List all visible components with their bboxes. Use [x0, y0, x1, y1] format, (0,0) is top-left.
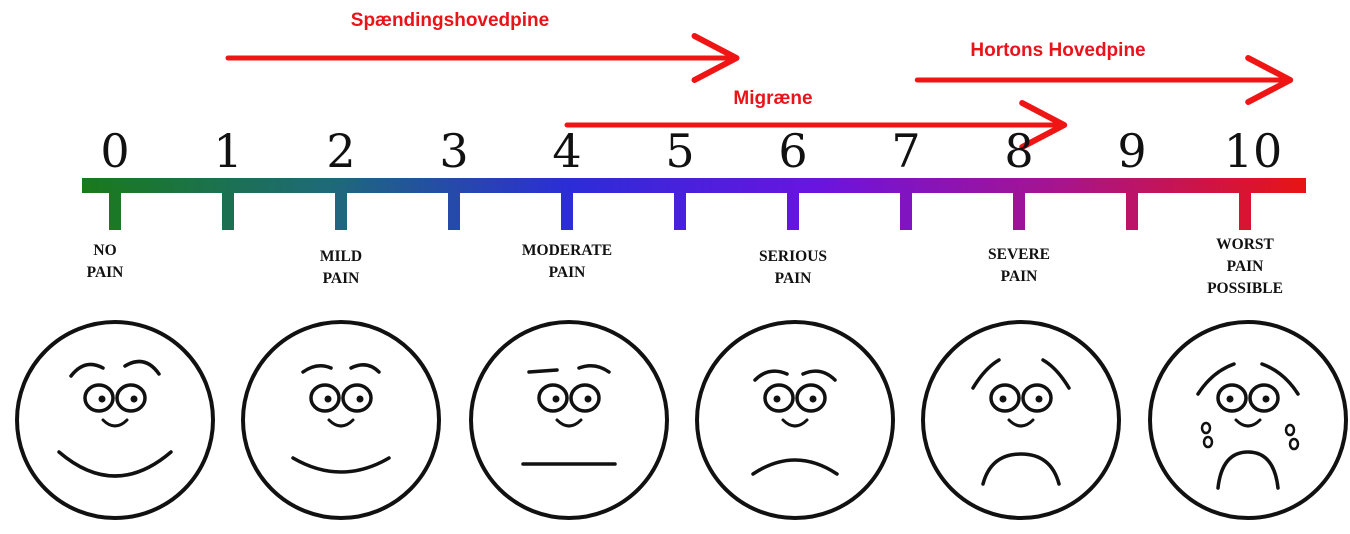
scale-tick-7	[900, 192, 912, 230]
scale-tick-10	[1239, 192, 1251, 230]
face-worst-pain	[1150, 322, 1346, 518]
tear	[1204, 437, 1212, 447]
tear	[1202, 423, 1210, 433]
scale-number-4: 4	[552, 128, 581, 174]
pain-label-line: PAIN	[87, 262, 124, 284]
arrow-3	[917, 58, 1290, 102]
pupil	[774, 396, 781, 403]
pain-label-line: SERIOUS	[759, 246, 827, 268]
arrow-label-2: Migræne	[733, 88, 812, 110]
pain-label-line: MODERATE	[522, 240, 612, 262]
pain-label-line: MILD	[320, 246, 362, 268]
tear	[1290, 439, 1298, 449]
scale-number-9: 9	[1117, 128, 1146, 174]
pupil	[99, 396, 106, 403]
scale-number-8: 8	[1004, 128, 1033, 174]
arrow-1	[228, 36, 737, 80]
face-outline	[17, 322, 213, 518]
scale-number-6: 6	[778, 128, 807, 174]
scale-number-3: 3	[439, 128, 468, 174]
scale-bar	[82, 178, 1306, 193]
scale-tick-8	[1013, 192, 1025, 230]
pain-label-line: PAIN	[988, 266, 1050, 288]
pupil	[1036, 396, 1043, 403]
face-outline	[923, 322, 1119, 518]
arrow-label-3: Hortons Hovedpine	[970, 40, 1145, 62]
face-moderate-pain	[471, 322, 667, 518]
pain-label-line: PAIN	[320, 268, 362, 290]
pupil	[1263, 396, 1270, 403]
scale-number-0: 0	[100, 128, 129, 174]
pain-label-line: SEVERE	[988, 244, 1050, 266]
pain-label-line: POSSIBLE	[1207, 278, 1283, 300]
pain-label-line: PAIN	[522, 262, 612, 284]
scale-number-1: 1	[213, 128, 242, 174]
face-outline	[471, 322, 667, 518]
scale-tick-3	[448, 192, 460, 230]
scale-tick-1	[222, 192, 234, 230]
pain-scale-bar	[82, 178, 1306, 230]
face-no-pain	[17, 322, 213, 518]
face-outline	[697, 322, 893, 518]
scale-number-10: 10	[1224, 128, 1283, 174]
scale-tick-0	[109, 192, 121, 230]
left-brow	[529, 370, 557, 372]
arrow-2	[567, 103, 1064, 147]
pupil	[325, 396, 332, 403]
pupil	[585, 396, 592, 403]
pupil	[1000, 396, 1007, 403]
pupil	[131, 396, 138, 403]
faces-row	[17, 322, 1346, 518]
pupil	[1227, 396, 1234, 403]
pupil	[553, 396, 560, 403]
pupil	[357, 396, 364, 403]
scale-number-7: 7	[891, 128, 920, 174]
tear	[1286, 425, 1294, 435]
face-outline	[1150, 322, 1346, 518]
scale-tick-9	[1126, 192, 1138, 230]
face-severe-pain	[923, 322, 1119, 518]
pain-label-line: PAIN	[1207, 256, 1283, 278]
scale-tick-2	[335, 192, 347, 230]
scale-number-5: 5	[665, 128, 694, 174]
pain-label-line: NO	[87, 240, 124, 262]
pupil	[810, 396, 817, 403]
face-serious-pain	[697, 322, 893, 518]
face-mild-pain	[243, 322, 439, 518]
scale-tick-4	[561, 192, 573, 230]
scale-tick-5	[674, 192, 686, 230]
scale-tick-6	[787, 192, 799, 230]
arrow-label-1: Spændingshovedpine	[351, 10, 549, 32]
pain-label-line: WORST	[1207, 234, 1283, 256]
face-outline	[243, 322, 439, 518]
pain-label-line: PAIN	[759, 268, 827, 290]
scale-number-2: 2	[326, 128, 355, 174]
